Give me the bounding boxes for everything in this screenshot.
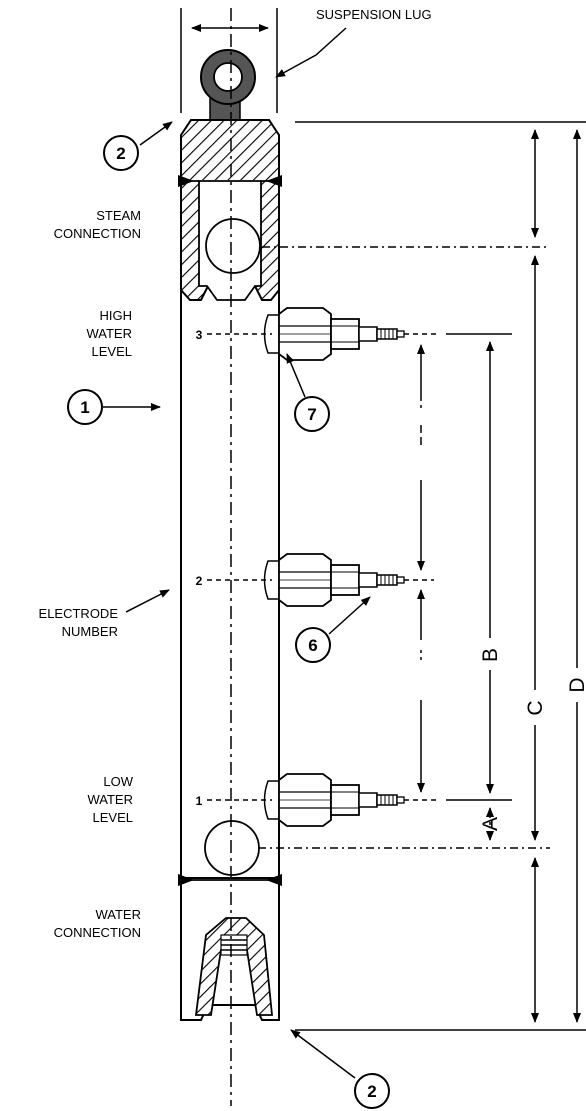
label-electrode-number-line2: NUMBER xyxy=(62,624,118,639)
bottom-end-cap xyxy=(178,874,282,1021)
suspension-lug-leader xyxy=(275,27,347,78)
label-high-water-level: HIGH WATER LEVEL xyxy=(87,308,133,359)
electrode-level-lines xyxy=(207,333,440,801)
label-suspension-lug: SUSPENSION LUG xyxy=(316,7,432,22)
dimension-label-b: B xyxy=(479,648,502,662)
callout-6-number: 6 xyxy=(308,636,317,655)
label-high-water-level-line2: WATER xyxy=(87,326,133,341)
electrode-1 xyxy=(263,773,405,827)
label-steam-connection-line1: STEAM xyxy=(96,208,141,223)
label-water-connection-line2: CONNECTION xyxy=(54,925,141,940)
callout-7-number: 7 xyxy=(307,405,316,424)
electrode-number-3: 3 xyxy=(196,328,203,342)
lug-width-extension-lines xyxy=(180,8,278,113)
callout-6: 6 xyxy=(295,596,371,663)
label-steam-connection: STEAM CONNECTION xyxy=(54,208,141,241)
label-low-water-level-line1: LOW xyxy=(103,774,133,789)
electrode-number-2: 2 xyxy=(196,574,203,588)
label-low-water-level: LOW WATER LEVEL xyxy=(88,774,134,825)
label-low-water-level-line3: LEVEL xyxy=(93,810,133,825)
label-electrode-number: ELECTRODE NUMBER xyxy=(39,589,170,639)
dimension-label-a: A xyxy=(479,817,502,831)
electrode-2 xyxy=(263,553,405,607)
callout-2-bottom: 2 xyxy=(290,1029,390,1109)
callout-7: 7 xyxy=(286,353,330,432)
suspension-lug xyxy=(200,49,256,121)
label-steam-connection-line2: CONNECTION xyxy=(54,226,141,241)
callout-2-top-number: 2 xyxy=(116,144,125,163)
callout-2-top: 2 xyxy=(103,121,173,171)
callout-1: 1 xyxy=(67,389,161,425)
dimension-label-c: C xyxy=(524,700,547,715)
steam-connection-port xyxy=(205,218,261,274)
label-high-water-level-line3: LEVEL xyxy=(92,344,132,359)
callout-1-number: 1 xyxy=(80,398,89,417)
electrode-3 xyxy=(263,307,405,361)
dimension-reference-lines xyxy=(258,121,586,1031)
label-water-connection-line1: WATER xyxy=(96,907,142,922)
label-water-connection: WATER CONNECTION xyxy=(54,907,141,940)
label-low-water-level-line2: WATER xyxy=(88,792,134,807)
label-high-water-level-line1: HIGH xyxy=(100,308,133,323)
dimension-label-d: D xyxy=(566,677,586,692)
callout-2-bottom-number: 2 xyxy=(367,1082,376,1101)
label-electrode-number-line1: ELECTRODE xyxy=(39,606,119,621)
electrode-number-1: 1 xyxy=(196,794,203,808)
water-connection-port xyxy=(204,820,260,876)
